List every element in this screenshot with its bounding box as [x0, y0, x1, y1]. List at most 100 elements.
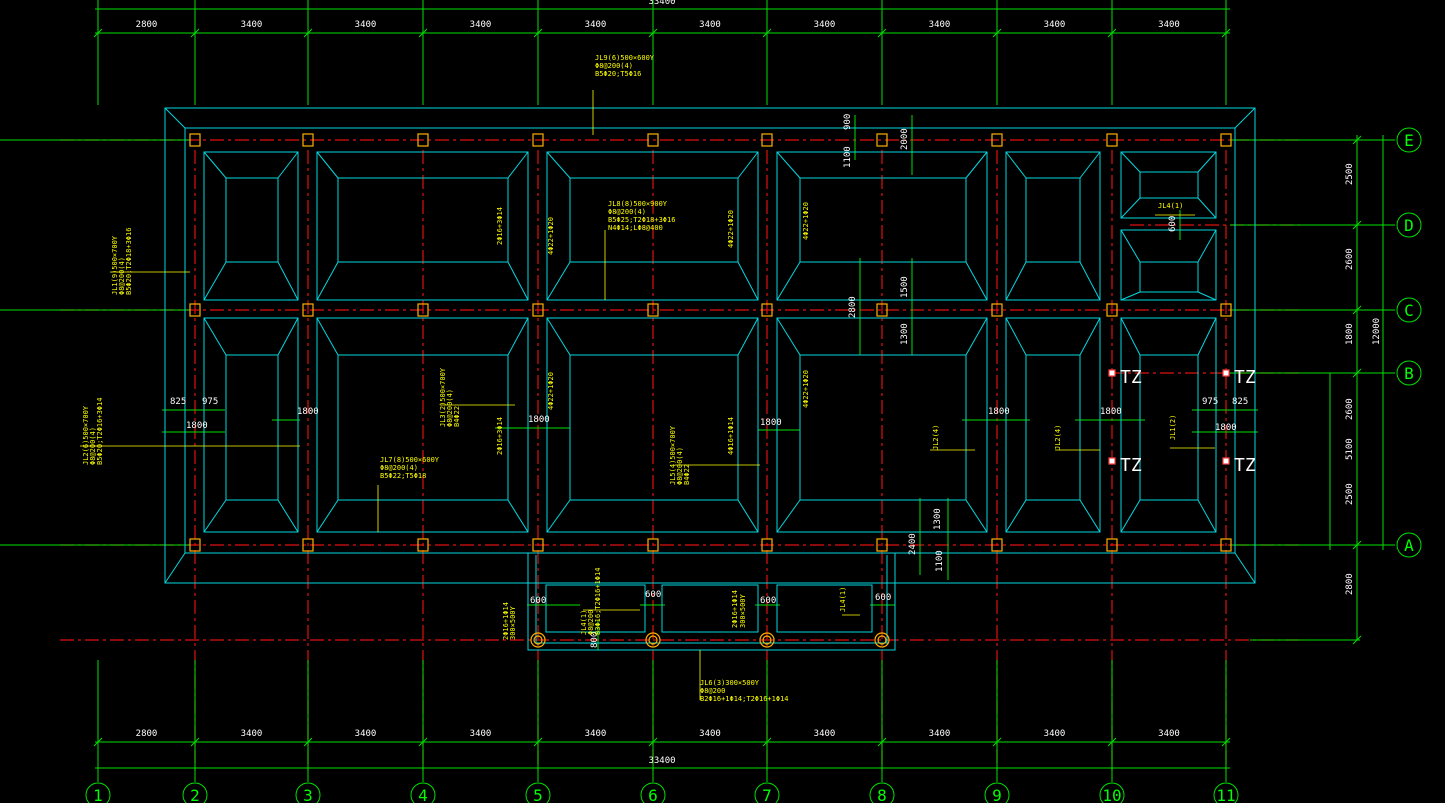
axis-label-y: E: [1404, 131, 1414, 150]
rebar-label: 2Φ16+3Φ14: [496, 207, 504, 245]
pit-slope: [1079, 151, 1101, 179]
dim-tick: [303, 28, 313, 38]
dim-bottom: 3400: [814, 729, 836, 739]
pit-slope: [203, 151, 227, 179]
column: [1106, 303, 1118, 317]
column: [189, 133, 201, 147]
dim-bottom: 3400: [1044, 729, 1066, 739]
beam-note: JL2(6)500×700Y: [82, 405, 90, 465]
dim-tick: [1107, 737, 1117, 747]
dim-top: 3400: [241, 20, 263, 30]
pit-slope: [1120, 229, 1141, 263]
pit: [316, 151, 529, 301]
rebar-label: 4Φ16+1Φ14: [727, 417, 735, 455]
pit-slope: [1120, 291, 1141, 301]
pit-slope: [965, 499, 988, 533]
pit-inner: [337, 177, 509, 263]
dim-bottom: 3400: [355, 729, 377, 739]
foundation-outlines: [164, 107, 1256, 651]
beam-note: Φ8@200(4): [118, 257, 126, 295]
column: [647, 303, 659, 317]
pit-slope: [737, 261, 759, 301]
beam-note: JL1(9)500×700Y: [111, 235, 119, 295]
dim-total-top: 33400: [648, 0, 675, 7]
dim-tick: [190, 737, 200, 747]
dim-top: 3400: [470, 20, 492, 30]
dim-interior: 975: [1202, 397, 1218, 407]
column-round: [759, 632, 775, 648]
dim-tick: [418, 737, 428, 747]
inner-foundation-outline: [184, 127, 1236, 554]
dim-right: 2500: [1345, 163, 1355, 185]
annex-outline: [527, 553, 896, 651]
beam-note: JL6(3)300×500Y: [700, 679, 760, 687]
dim-tick: [648, 737, 658, 747]
pit-slope: [1197, 499, 1217, 533]
pit-slope: [203, 261, 227, 301]
beam-note: Φ8@200(4): [595, 62, 633, 70]
axis-label-x: 8: [877, 786, 887, 803]
pit-slope: [507, 317, 529, 356]
axis-label-x: 6: [648, 786, 658, 803]
tz-marker: [1108, 369, 1116, 377]
axis-bubble: [295, 782, 321, 803]
beam-note: B5Φ25;T2Φ18+3Φ16: [608, 216, 675, 224]
beam-note: Φ8@200(4): [89, 427, 97, 465]
dim-interior: 825: [1232, 397, 1248, 407]
dim-tick: [1352, 368, 1362, 378]
pit: [203, 317, 299, 533]
pit-slope: [203, 317, 227, 356]
dim-interior: 1100: [843, 146, 853, 168]
pit-slope: [1120, 317, 1141, 356]
small-note: 300×500Y: [739, 593, 747, 628]
column-round: [874, 632, 890, 648]
dim-tick: [93, 737, 103, 747]
dim-total-bottom: 33400: [648, 756, 675, 766]
pit-slope: [1079, 261, 1101, 301]
dim-tick: [762, 28, 772, 38]
corner-line: [164, 107, 186, 129]
tz-label: TZ: [1120, 455, 1142, 476]
beam-note: Φ8@200: [587, 610, 595, 635]
axis-bubble: [754, 782, 780, 803]
column-round: [530, 632, 546, 648]
column-round-core: [762, 635, 772, 645]
beam-note: B4Φ22: [683, 464, 691, 485]
beam-note: B2Φ16+1Φ14;T2Φ16+1Φ14: [700, 695, 789, 703]
pit-inner: [799, 354, 967, 501]
column: [1220, 538, 1232, 552]
pit-slope: [1197, 151, 1217, 173]
pit-inner: [225, 354, 279, 501]
dim-top: 3400: [814, 20, 836, 30]
tz-label: TZ: [1234, 455, 1256, 476]
axis-bubble: [1396, 127, 1422, 153]
pit-slope: [965, 151, 988, 179]
dim-interior: 975: [202, 397, 218, 407]
column: [1220, 303, 1232, 317]
small-note: JL4(1): [839, 587, 847, 612]
column: [532, 538, 544, 552]
pit-slope: [546, 317, 571, 356]
pit-inner: [1025, 354, 1081, 501]
dim-right: 2800: [1345, 573, 1355, 595]
dim-tick: [93, 28, 103, 38]
beam-note: B5Φ20;T5Φ16: [595, 70, 641, 78]
axis-bubble: [640, 782, 666, 803]
axis-label-y: B: [1404, 364, 1414, 383]
axis-label-y: C: [1404, 301, 1414, 320]
rebar-label: 4Φ22+1Φ20: [547, 217, 555, 255]
dim-tick: [1221, 737, 1231, 747]
small-note: JL4(1): [1158, 202, 1183, 210]
pit: [1005, 151, 1101, 301]
dim-interior: 800: [590, 632, 600, 648]
pit-slope: [316, 499, 339, 533]
dim-interior: 2000: [900, 128, 910, 150]
dim-tick: [1107, 28, 1117, 38]
annex-pit: [776, 584, 873, 633]
dim-top: 2800: [136, 20, 158, 30]
dim-bottom: 3400: [470, 729, 492, 739]
column: [417, 303, 429, 317]
pit-slope: [507, 151, 529, 179]
dim-tick: [648, 28, 658, 38]
